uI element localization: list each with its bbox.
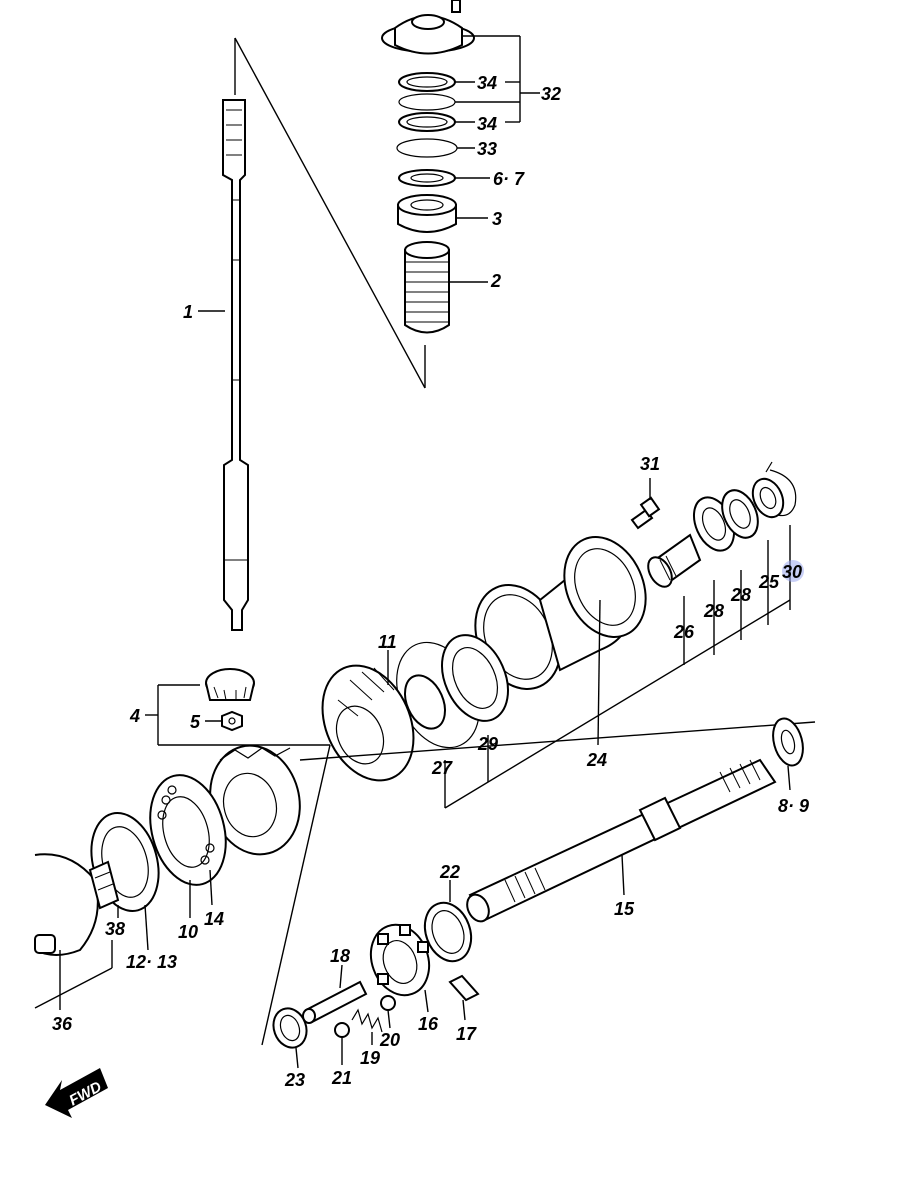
callout-15[interactable]: 15: [614, 899, 635, 919]
o-ring-33[interactable]: [396, 138, 458, 158]
callout-25[interactable]: 25: [758, 572, 780, 592]
oil-seal-housing[interactable]: [381, 0, 475, 55]
drive-shaft[interactable]: [222, 99, 249, 631]
callout-5[interactable]: 5: [190, 712, 201, 732]
callout-29[interactable]: 29: [477, 734, 498, 754]
washer-11b[interactable]: [397, 669, 453, 735]
callout-36[interactable]: 36: [52, 1014, 73, 1034]
callout-6-7[interactable]: 6· 7: [493, 169, 525, 189]
callout-11[interactable]: 11: [378, 632, 397, 652]
oil-seal-upper[interactable]: [398, 72, 456, 92]
spring-23[interactable]: [268, 1004, 312, 1053]
shim-6-7[interactable]: [398, 169, 456, 187]
clutch-16[interactable]: [361, 917, 438, 1004]
pinion-gear-4[interactable]: [205, 668, 255, 701]
forward-gear-housing-36[interactable]: [34, 853, 99, 956]
bolt-31[interactable]: [630, 496, 661, 530]
callout-28-b[interactable]: 28: [730, 585, 751, 605]
propeller-shaft-15[interactable]: [463, 758, 777, 925]
callout-19[interactable]: 19: [360, 1048, 380, 1068]
o-ring-32[interactable]: [398, 93, 456, 111]
callout-21[interactable]: 21: [331, 1068, 352, 1088]
callout-18[interactable]: 18: [330, 946, 350, 966]
callout-32[interactable]: 32: [541, 84, 561, 104]
callout-highlight: [782, 560, 804, 582]
spring-19[interactable]: [351, 1008, 383, 1033]
callout-31[interactable]: 31: [640, 454, 660, 474]
callout-33[interactable]: 33: [477, 139, 497, 159]
bearing-3[interactable]: [397, 194, 457, 233]
washer-25[interactable]: [747, 474, 789, 522]
bearing-28b[interactable]: [715, 485, 765, 544]
callout-8-9[interactable]: 8· 9: [778, 796, 809, 816]
washer-8-9[interactable]: [768, 715, 807, 769]
pinion-bearing-2[interactable]: [404, 241, 450, 334]
callout-4[interactable]: 4: [129, 706, 140, 726]
callout-1[interactable]: 1: [183, 302, 193, 322]
callout-30[interactable]: 30: [782, 562, 802, 582]
o-ring-29[interactable]: [429, 625, 520, 732]
callout-14[interactable]: 14: [204, 909, 224, 929]
callout-12-13[interactable]: 12· 13: [126, 952, 177, 972]
needle-bearing-38[interactable]: [88, 860, 120, 910]
callout-22[interactable]: 22: [439, 862, 460, 882]
callout-28-a[interactable]: 28: [703, 601, 724, 621]
ball-21[interactable]: [334, 1022, 350, 1038]
nut-5[interactable]: [221, 710, 243, 732]
callout-17[interactable]: 17: [456, 1024, 477, 1044]
retaining-ring-22[interactable]: [417, 896, 479, 967]
callout-27[interactable]: 27: [431, 758, 453, 778]
callout-34-a[interactable]: 34: [477, 73, 497, 93]
callout-23[interactable]: 23: [284, 1070, 305, 1090]
callout-2[interactable]: 2: [490, 271, 501, 291]
callout-34-b[interactable]: 34: [477, 114, 497, 134]
circlip-30[interactable]: [765, 461, 797, 517]
push-rod-18[interactable]: [302, 980, 368, 1024]
needle-bearing-26[interactable]: [643, 533, 702, 591]
callout-38[interactable]: 38: [105, 919, 125, 939]
pin-17[interactable]: [448, 974, 480, 1002]
ball-20[interactable]: [380, 995, 396, 1011]
oil-seal-lower[interactable]: [398, 112, 456, 132]
callout-20[interactable]: 20: [379, 1030, 400, 1050]
callout-26[interactable]: 26: [673, 622, 695, 642]
callout-10[interactable]: 10: [178, 922, 198, 942]
callout-16[interactable]: 16: [418, 1014, 439, 1034]
fwd-arrow-icon: FWD: [45, 1068, 108, 1118]
callout-24[interactable]: 24: [586, 750, 607, 770]
bearing-14[interactable]: [139, 767, 238, 894]
callout-3[interactable]: 3: [492, 209, 502, 229]
forward-gear-10[interactable]: [198, 735, 311, 864]
